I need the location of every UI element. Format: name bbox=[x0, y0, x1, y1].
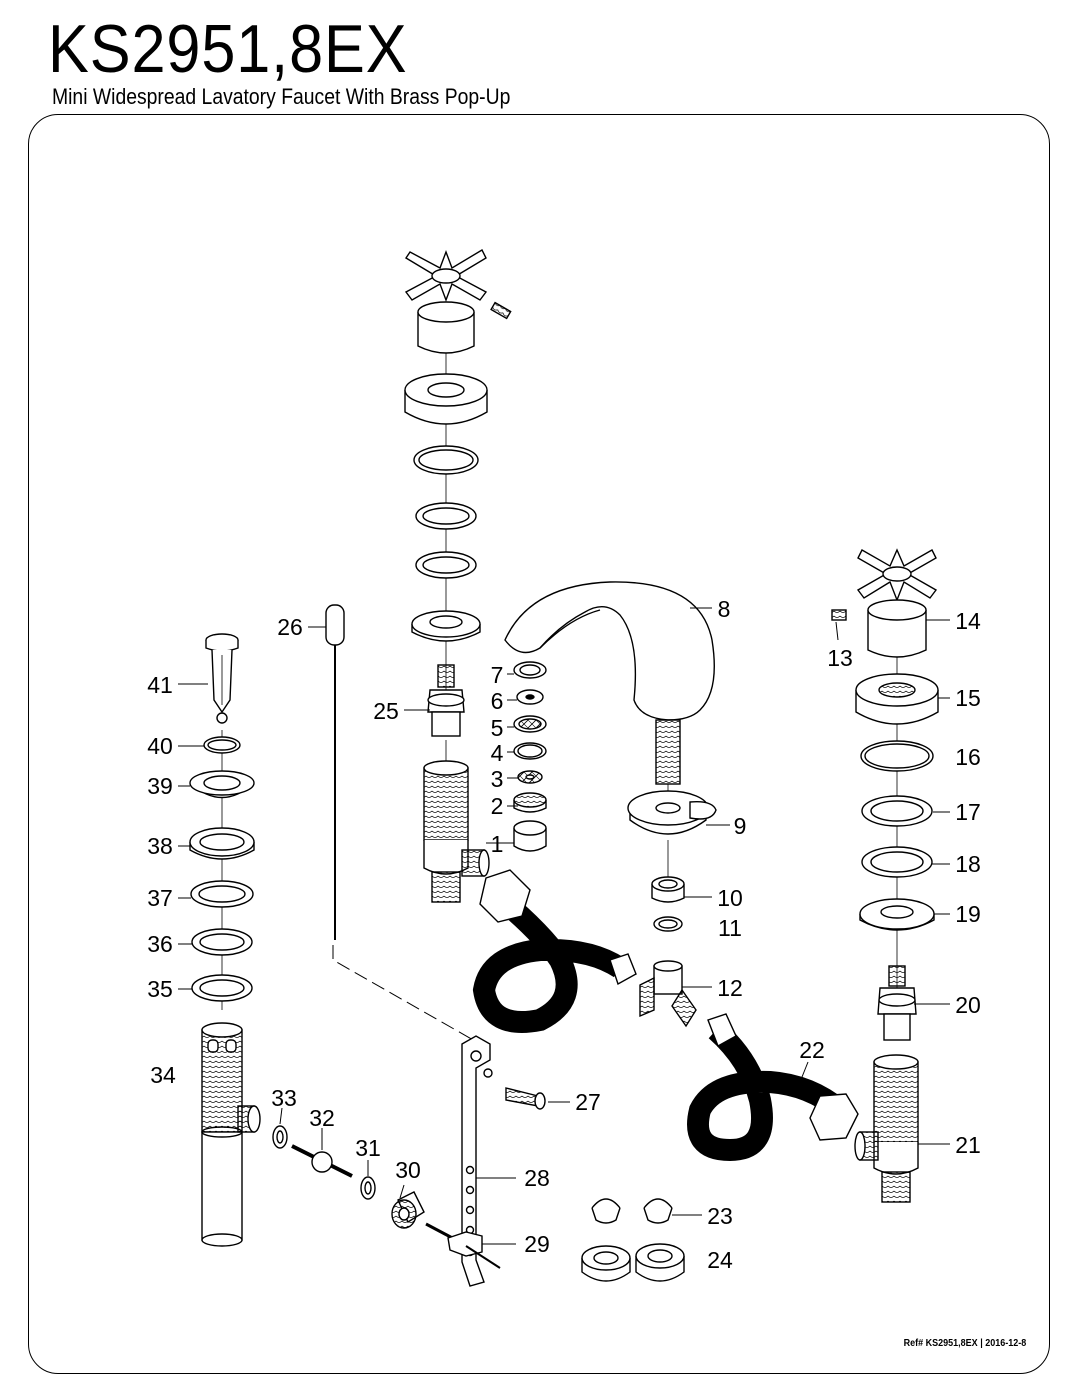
callout-26: 26 bbox=[277, 614, 303, 640]
callout-7: 7 bbox=[491, 662, 504, 688]
callout-28: 28 bbox=[524, 1165, 550, 1191]
callout-9: 9 bbox=[734, 813, 747, 839]
page-subtitle: Mini Widespread Lavatory Faucet With Bra… bbox=[52, 84, 511, 109]
reference-separator: | bbox=[979, 1338, 983, 1349]
callout-37: 37 bbox=[147, 885, 173, 911]
callout-19: 19 bbox=[955, 901, 981, 927]
callout-23: 23 bbox=[707, 1203, 733, 1229]
callout-8: 8 bbox=[718, 596, 731, 622]
callout-15: 15 bbox=[955, 685, 981, 711]
aerator-stack bbox=[513, 661, 547, 852]
callout-27: 27 bbox=[575, 1089, 601, 1115]
supply-hose-right bbox=[687, 1013, 859, 1162]
reference-prefix: Ref# bbox=[903, 1338, 923, 1349]
callout-13: 13 bbox=[827, 645, 853, 671]
right-handle-assembly bbox=[831, 548, 939, 1203]
reference-note: Ref# KS2951,8EX | 2016-12-8 bbox=[903, 1338, 1026, 1349]
callout-31: 31 bbox=[355, 1135, 381, 1161]
callout-39: 39 bbox=[147, 773, 173, 799]
drain-assembly bbox=[189, 633, 261, 1247]
callout-38: 38 bbox=[147, 833, 173, 859]
callout-24: 24 bbox=[707, 1247, 733, 1273]
reference-model: KS2951,8EX bbox=[925, 1338, 978, 1349]
supply-hose-left bbox=[472, 869, 637, 1033]
pop-up-rod bbox=[325, 604, 483, 1046]
callout-10: 10 bbox=[717, 885, 743, 911]
callout-35: 35 bbox=[147, 976, 173, 1002]
callout-41: 41 bbox=[147, 672, 173, 698]
callout-6: 6 bbox=[491, 688, 504, 714]
callout-25: 25 bbox=[373, 698, 399, 724]
diagram-frame bbox=[28, 114, 1050, 1374]
left-handle-assembly bbox=[404, 249, 512, 903]
callout-30: 30 bbox=[395, 1157, 421, 1183]
reference-date: 2016-12-8 bbox=[984, 1338, 1026, 1349]
part-callouts: 41 40 39 38 37 36 35 34 33 32 31 30 29 2… bbox=[147, 596, 981, 1273]
leader-lines bbox=[178, 607, 950, 1245]
callout-20: 20 bbox=[955, 992, 981, 1018]
callout-40: 40 bbox=[147, 733, 173, 759]
callout-16: 16 bbox=[955, 744, 981, 770]
callout-18: 18 bbox=[955, 851, 981, 877]
callout-12: 12 bbox=[717, 975, 743, 1001]
callout-17: 17 bbox=[955, 799, 981, 825]
callout-4: 4 bbox=[491, 740, 504, 766]
callout-32: 32 bbox=[309, 1105, 335, 1131]
callout-14: 14 bbox=[955, 608, 981, 634]
pivot-assembly bbox=[272, 1035, 546, 1287]
page-title: KS2951,8EX bbox=[48, 11, 408, 87]
callout-34: 34 bbox=[150, 1062, 176, 1088]
callout-36: 36 bbox=[147, 931, 173, 957]
callout-1: 1 bbox=[491, 831, 504, 857]
callout-22: 22 bbox=[799, 1037, 825, 1063]
spout bbox=[504, 581, 717, 1028]
callout-11: 11 bbox=[718, 915, 742, 941]
callout-2: 2 bbox=[491, 793, 504, 819]
compression-fittings bbox=[581, 1198, 685, 1282]
callout-29: 29 bbox=[524, 1231, 550, 1257]
callout-21: 21 bbox=[955, 1132, 981, 1158]
callout-33: 33 bbox=[271, 1085, 297, 1111]
callout-5: 5 bbox=[491, 715, 504, 741]
callout-3: 3 bbox=[491, 766, 504, 792]
